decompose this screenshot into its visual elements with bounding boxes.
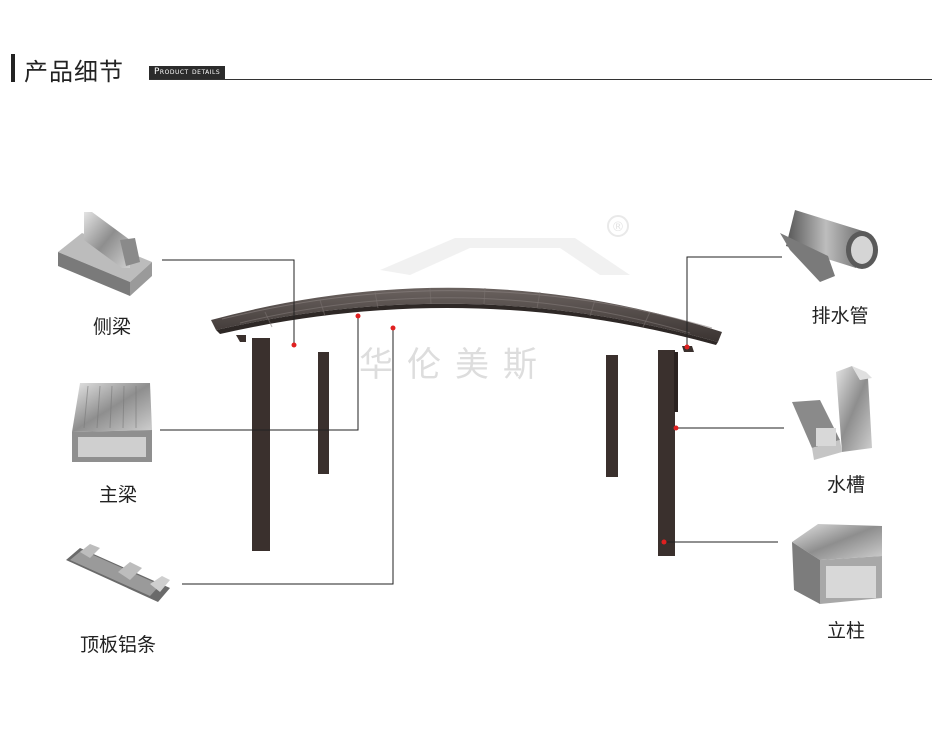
page-title: 产品细节 — [24, 58, 124, 86]
callout-line-side-beam — [162, 259, 295, 345]
header-accent-bar — [11, 54, 15, 82]
callout-dots — [291, 313, 690, 545]
callout-line-drain-pipe — [686, 256, 782, 347]
label-gutter: 水槽 — [826, 474, 866, 496]
column-profile-image — [792, 524, 882, 604]
registered-mark: ® — [612, 220, 625, 235]
watermark-brand-text: 华伦美斯 — [359, 345, 551, 385]
watermark-logo: ® — [380, 215, 630, 275]
curved-roof — [211, 287, 722, 352]
column-back-left — [318, 352, 329, 474]
label-drain-pipe: 排水管 — [811, 305, 869, 327]
drain-pipe-segment — [674, 352, 678, 412]
header-divider — [149, 79, 932, 80]
gutter-profile-image — [792, 366, 872, 460]
callout-line-main-beam — [160, 316, 359, 431]
callout-line-roof-strip — [182, 328, 394, 585]
roof-strip-profile-image — [66, 544, 170, 602]
label-column: 立柱 — [826, 620, 866, 642]
callout-lines — [160, 256, 784, 585]
drain-pipe-profile-image — [780, 210, 878, 282]
label-roof-strip: 顶板铝条 — [79, 634, 157, 656]
column-back-right — [606, 355, 618, 477]
side-beam-profile-image — [58, 212, 152, 296]
main-beam-profile-image — [72, 383, 152, 462]
label-main-beam: 主梁 — [98, 484, 138, 506]
column-front-right — [658, 350, 675, 556]
column-front-left — [252, 338, 270, 551]
label-side-beam: 侧梁 — [92, 316, 132, 338]
page-subtitle-badge: Product details — [149, 66, 226, 79]
